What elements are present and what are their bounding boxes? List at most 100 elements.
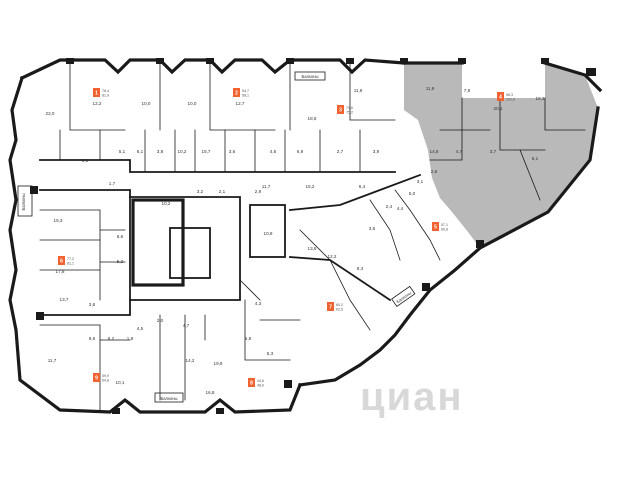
room-area-label: 3,6 xyxy=(82,158,89,163)
unit-badge-box xyxy=(93,88,100,97)
room-area-label: 2,4 xyxy=(386,204,393,209)
room-area-label: 6,9 xyxy=(297,149,304,154)
unit-badge-line2: 62,5 xyxy=(336,308,343,312)
room-area-label: 11,7 xyxy=(262,184,271,189)
unit-badge-number: 9 xyxy=(95,376,98,382)
room-area-label: 3,8 xyxy=(89,302,96,307)
room-area-label: 10,2 xyxy=(178,149,187,154)
room-area-label: 5,3 xyxy=(267,351,274,356)
room-area-label: 6,1 xyxy=(137,149,144,154)
room-area-label: 13,7 xyxy=(60,297,69,302)
unit-badge-line2: 58,1 xyxy=(242,94,249,98)
room-area-label: 3,7 xyxy=(490,149,497,154)
unit-badge-line2: 64,8 xyxy=(102,379,109,383)
unit-badge[interactable]: 6 77,281,1 xyxy=(58,256,74,266)
room-area-label: 1,7 xyxy=(109,181,116,186)
room-area-label: 6,2 xyxy=(108,336,115,341)
unit-badge-line1: 57,1 xyxy=(441,223,448,227)
unit-badge-line2: 48,0 xyxy=(257,384,264,388)
room-area-label: 12,2 xyxy=(328,254,337,259)
room-area-label: 11,9 xyxy=(354,88,363,93)
unit-badge-line1: 78,4 xyxy=(102,89,109,93)
room-area-label: 10,9 xyxy=(264,231,273,236)
room-area-label: 10,0 xyxy=(142,101,151,106)
room-area-label: 4,5 xyxy=(137,326,144,331)
room-area-label: 6,1 xyxy=(532,156,539,161)
room-area-label: 1,8 xyxy=(127,336,134,341)
room-area-label: 4,7 xyxy=(183,323,190,328)
unit-badge-line1: 96,3 xyxy=(506,93,513,97)
room-area-label: 11,7 xyxy=(48,358,57,363)
unit-badge[interactable]: 8 44,648,0 xyxy=(248,378,264,388)
unit-badge-number: 2 xyxy=(235,91,238,97)
elevator-shaft xyxy=(169,227,211,279)
unit-badge-box xyxy=(497,92,504,101)
unit-badge-box xyxy=(58,256,65,265)
balcony-label-top: Балконы xyxy=(301,74,318,79)
room-area-label: 20,1 xyxy=(494,106,503,111)
room-area-label: 11,9 xyxy=(426,86,435,91)
room-area-label: 14,2 xyxy=(186,358,195,363)
unit-badge-number: 7 xyxy=(329,305,332,311)
room-area-label: 12,2 xyxy=(93,101,102,106)
room-area-label: 10,2 xyxy=(162,201,171,206)
room-area-label: 4,3 xyxy=(255,301,262,306)
unit-badge-number: 8 xyxy=(250,381,253,387)
room-area-label: 5,2 xyxy=(117,259,124,264)
room-area-label: 3,2 xyxy=(197,189,204,194)
unit-badge-number: 6 xyxy=(60,259,63,265)
room-area-label: 17,8 xyxy=(56,269,65,274)
room-area-label: 10,0 xyxy=(188,101,197,106)
highlighted-apartment[interactable] xyxy=(404,63,598,248)
balcony-left xyxy=(17,185,33,217)
room-area-label: 6,6 xyxy=(117,234,124,239)
unit-badge[interactable]: 7 60,262,5 xyxy=(327,302,343,312)
room-area-label: 15,2 xyxy=(306,184,315,189)
unit-badge-line2: 81,1 xyxy=(67,262,74,266)
unit-badge-line2: 75,2 xyxy=(346,111,353,115)
room-area-label: 2,7 xyxy=(337,149,344,154)
room-area-label: 22,0 xyxy=(46,111,55,116)
room-area-label: 7,9 xyxy=(464,88,471,93)
room-area-label: 4,7 xyxy=(456,149,463,154)
room-area-label: 3,9 xyxy=(373,149,380,154)
unit-badge[interactable]: 2 54,758,1 xyxy=(233,88,249,98)
unit-badge-box xyxy=(337,105,344,114)
room-area-label: 5,1 xyxy=(119,149,126,154)
unit-badge[interactable]: 9 59,964,8 xyxy=(93,373,109,383)
watermark: циан xyxy=(360,375,464,419)
unit-badge-line1: 59,9 xyxy=(102,374,109,378)
room-area-label: 5,0 xyxy=(409,191,416,196)
room-area-label: 2,9 xyxy=(255,189,262,194)
unit-badge-line1: 54,7 xyxy=(242,89,249,93)
room-area-label: 13,6 xyxy=(308,246,317,251)
unit-badge-box xyxy=(93,373,100,382)
unit-badge-line1: 60,2 xyxy=(336,303,343,307)
room-area-label: 2,6 xyxy=(431,169,438,174)
unit-badge-line2: 101,8 xyxy=(506,98,515,102)
room-area-label: 18,6 xyxy=(308,116,317,121)
balcony-label-left: Балконы xyxy=(21,193,26,210)
unit-badge-box xyxy=(327,302,334,311)
unit-badge-number: 5 xyxy=(434,225,437,231)
unit-badge-line1: 77,2 xyxy=(67,257,74,261)
unit-badge-line1: 44,6 xyxy=(257,379,264,383)
room-area-label: 19,9 xyxy=(214,361,223,366)
room-area-label: 6,4 xyxy=(359,184,366,189)
room-area-label: 3,6 xyxy=(229,149,236,154)
unit-badge-number: 3 xyxy=(339,108,342,114)
room-area-label: 16,8 xyxy=(206,390,215,395)
balcony-bottom xyxy=(154,392,184,403)
room-area-label: 3,1 xyxy=(417,179,424,184)
unit-badge-line2: 81,9 xyxy=(102,94,109,98)
unit-badge-box xyxy=(248,378,255,387)
room-area-label: 10,1 xyxy=(116,380,125,385)
unit-badge-box xyxy=(432,222,439,231)
room-area-label: 8,4 xyxy=(357,266,364,271)
